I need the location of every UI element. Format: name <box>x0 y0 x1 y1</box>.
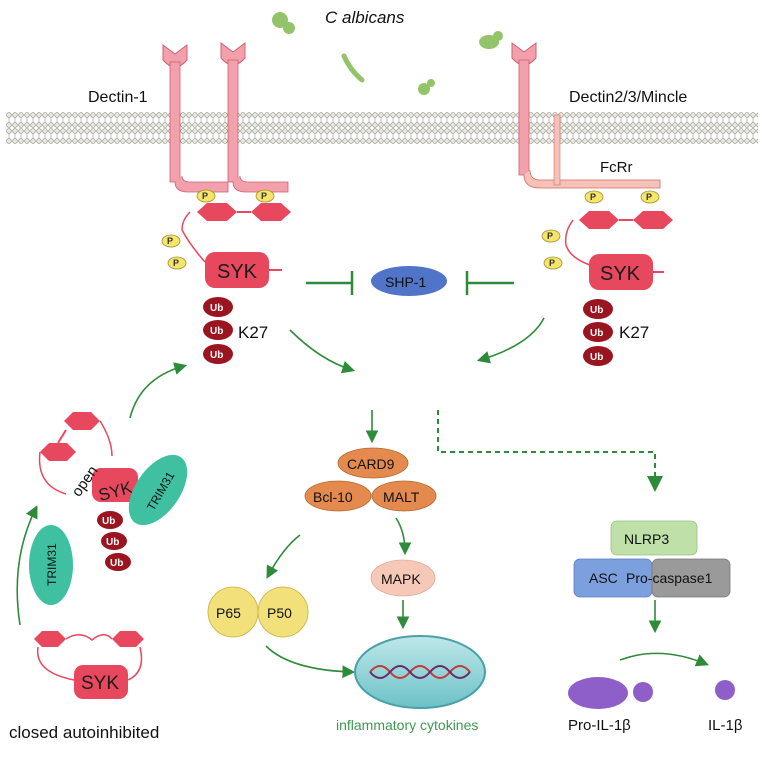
syk-right-label: SYK <box>600 263 641 285</box>
svg-text:Ub: Ub <box>210 326 223 337</box>
syk-open-complex <box>38 412 138 502</box>
svg-text:Ub: Ub <box>590 328 603 339</box>
arrow-open-to-active <box>129 362 188 419</box>
inflammasome <box>573 520 731 598</box>
arrow-cleavage <box>619 652 709 667</box>
k27-right-label: K27 <box>619 323 649 342</box>
svg-text:P: P <box>549 258 555 268</box>
closed-label: closed autoinhibited <box>9 723 159 742</box>
svg-text:P: P <box>167 236 173 246</box>
phospho-right: P P P P <box>541 190 660 270</box>
syk-left-complex: SYK <box>181 203 291 288</box>
pathogen-title: C albicans <box>325 8 405 27</box>
nlrp3-label: NLRP3 <box>624 531 669 547</box>
arrow-to-nfkb <box>266 534 301 579</box>
svg-text:P: P <box>547 231 553 241</box>
il1b-label: IL-1β <box>708 717 743 734</box>
mapk-node <box>370 559 436 597</box>
ubiquitin-right: Ub Ub Ub <box>583 299 613 366</box>
svg-text:Ub: Ub <box>210 350 223 361</box>
trim31-lower <box>29 525 73 605</box>
svg-text:Ub: Ub <box>590 305 603 316</box>
mapk-label: MAPK <box>381 571 421 587</box>
candida-fungi <box>272 12 503 95</box>
syk-closed-complex <box>34 631 144 699</box>
arrow-closed-to-open <box>16 505 38 626</box>
pro-il1b-shape <box>568 677 653 709</box>
k27-left-label: K27 <box>238 323 268 342</box>
il1b-shape <box>715 680 735 700</box>
card9-complex <box>304 447 437 512</box>
cytokines-label: inflammatory cytokines <box>336 717 478 733</box>
dectin1-receptor-a <box>162 44 229 193</box>
malt-label: MALT <box>383 489 420 505</box>
svg-text:Ub: Ub <box>590 352 603 363</box>
card9-label: CARD9 <box>347 456 395 472</box>
shp1-label: SHP-1 <box>385 274 426 290</box>
svg-text:Ub: Ub <box>210 303 223 314</box>
svg-text:Ub: Ub <box>110 558 123 569</box>
asc-label: ASC <box>589 570 618 586</box>
svg-text:Ub: Ub <box>102 516 115 527</box>
p50-label: P50 <box>267 605 292 621</box>
svg-text:P: P <box>590 192 596 202</box>
dectin1-receptor-b <box>220 42 289 193</box>
procasp-label: Pro-caspase1 <box>626 570 713 586</box>
p65-label: P65 <box>216 605 241 621</box>
arrow-nfkb-to-nucleus <box>265 645 356 679</box>
ubiquitin-open: Ub Ub Ub <box>97 511 131 571</box>
trim31-upper <box>128 454 188 526</box>
fcr-label: FcRr <box>600 159 633 176</box>
dectin1-label: Dectin-1 <box>88 89 148 106</box>
nfkb-dimer <box>207 586 309 638</box>
arrow-to-mapk <box>395 517 412 556</box>
syk-closed-label: SYK <box>81 673 119 694</box>
arrow-to-inflammasome <box>437 410 663 492</box>
syk-left-label: SYK <box>217 261 258 283</box>
ubiquitin-left: Ub Ub Ub <box>203 297 233 364</box>
shp1-inhibition <box>306 266 514 296</box>
svg-text:P: P <box>202 191 208 201</box>
pro-il1b-label: Pro-IL-1β <box>568 717 631 734</box>
arrow-left-to-center <box>289 329 356 374</box>
nucleus-dna <box>354 635 486 709</box>
svg-text:P: P <box>173 258 179 268</box>
syk-right-complex: SYK <box>564 211 673 290</box>
svg-text:Ub: Ub <box>106 537 119 548</box>
svg-text:P: P <box>646 192 652 202</box>
bcl10-label: Bcl-10 <box>313 489 353 505</box>
cell-membrane <box>6 112 758 144</box>
trim31-lower-label: TRIM31 <box>45 543 59 586</box>
dectin2-label: Dectin2/3/Mincle <box>569 89 687 106</box>
svg-text:P: P <box>261 191 267 201</box>
phospho-left: P P P P <box>161 189 275 270</box>
dectin2-receptor <box>511 42 661 189</box>
arrow-right-to-center <box>476 317 545 364</box>
